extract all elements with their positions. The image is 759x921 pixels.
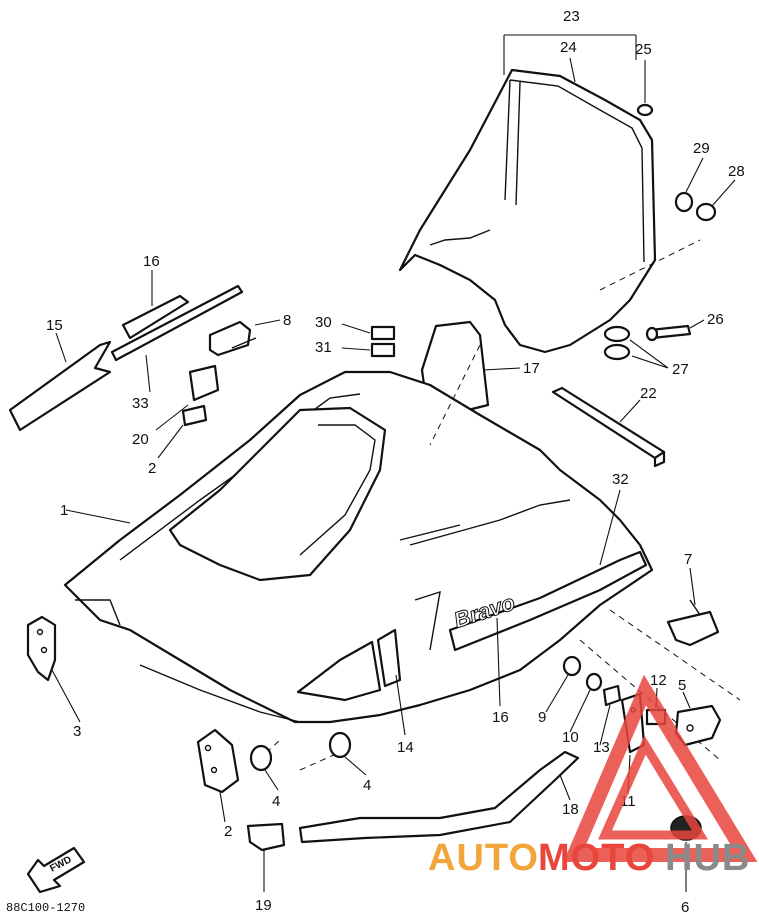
callout-10: 10 [562, 729, 579, 746]
callout-29: 29 [693, 140, 710, 157]
callout-19: 19 [255, 897, 272, 914]
washer-28 [695, 202, 717, 222]
bolt-26 [645, 324, 692, 342]
watermark-text-moto: MOTO [538, 837, 655, 879]
hinge-2 [196, 728, 240, 794]
callout-15: 15 [46, 317, 63, 334]
callout-2-top: 2 [148, 460, 156, 477]
callout-25: 25 [635, 41, 652, 58]
windshield [398, 68, 657, 354]
callout-1: 1 [60, 502, 68, 519]
watermark-text: AUTO MOTO HUB [428, 837, 750, 879]
trim-18 [298, 750, 580, 844]
hood: Bravo [63, 370, 654, 724]
watermark-logo [563, 674, 758, 862]
callout-28: 28 [728, 163, 745, 180]
watermark-text-hub: HUB [665, 837, 750, 879]
callout-14: 14 [397, 739, 414, 756]
callout-26: 26 [707, 311, 724, 328]
fwd-arrow: FWD [26, 846, 86, 894]
callout-27: 27 [672, 361, 689, 378]
callout-17: 17 [523, 360, 540, 377]
callout-20: 20 [132, 431, 149, 448]
grommet-4-right [328, 731, 352, 759]
pad-20 [188, 364, 220, 402]
callout-6: 6 [681, 899, 689, 916]
nut-29 [674, 191, 694, 213]
callout-16-top: 16 [143, 253, 160, 270]
callout-labels: 23 24 25 29 28 16 15 8 30 31 26 27 17 33… [46, 8, 745, 916]
bracket-8 [208, 320, 257, 357]
pad-2-top [181, 404, 208, 427]
callout-13: 13 [593, 739, 610, 756]
callout-32: 32 [612, 471, 629, 488]
callout-3: 3 [73, 723, 81, 740]
callout-16-bottom: 16 [492, 709, 509, 726]
nut-10 [585, 672, 603, 692]
callout-18: 18 [562, 801, 579, 818]
watermark-text-auto: AUTO [428, 837, 539, 879]
callout-2-bottom: 2 [224, 823, 232, 840]
clip-13 [602, 684, 622, 707]
decal-16-upper [121, 294, 190, 340]
decal-31 [370, 342, 396, 358]
drawing-code: 88C100-1270 [6, 901, 85, 915]
decal-33 [110, 284, 244, 362]
handle-7 [666, 599, 720, 647]
bracket-3 [26, 615, 57, 682]
callout-4-left: 4 [272, 793, 280, 810]
callout-33: 33 [132, 395, 149, 412]
callout-4-right: 4 [363, 777, 371, 794]
callout-23: 23 [563, 8, 580, 25]
callout-12: 12 [650, 672, 667, 689]
callout-7: 7 [684, 551, 692, 568]
callout-5: 5 [678, 677, 686, 694]
callout-31: 31 [315, 339, 332, 356]
callout-24: 24 [560, 39, 577, 56]
callout-30: 30 [315, 314, 332, 331]
callout-22: 22 [640, 385, 657, 402]
pad-19 [246, 822, 286, 852]
callout-8: 8 [283, 312, 291, 329]
washers-27 [603, 325, 631, 361]
windshield-bolt [636, 103, 654, 117]
bar-22 [551, 386, 666, 468]
callout-9: 9 [538, 709, 546, 726]
cap-9 [562, 655, 582, 677]
decal-15 [8, 340, 112, 432]
decal-30 [370, 325, 396, 341]
grommet-4-left [249, 744, 273, 772]
pad-17 [420, 320, 490, 412]
